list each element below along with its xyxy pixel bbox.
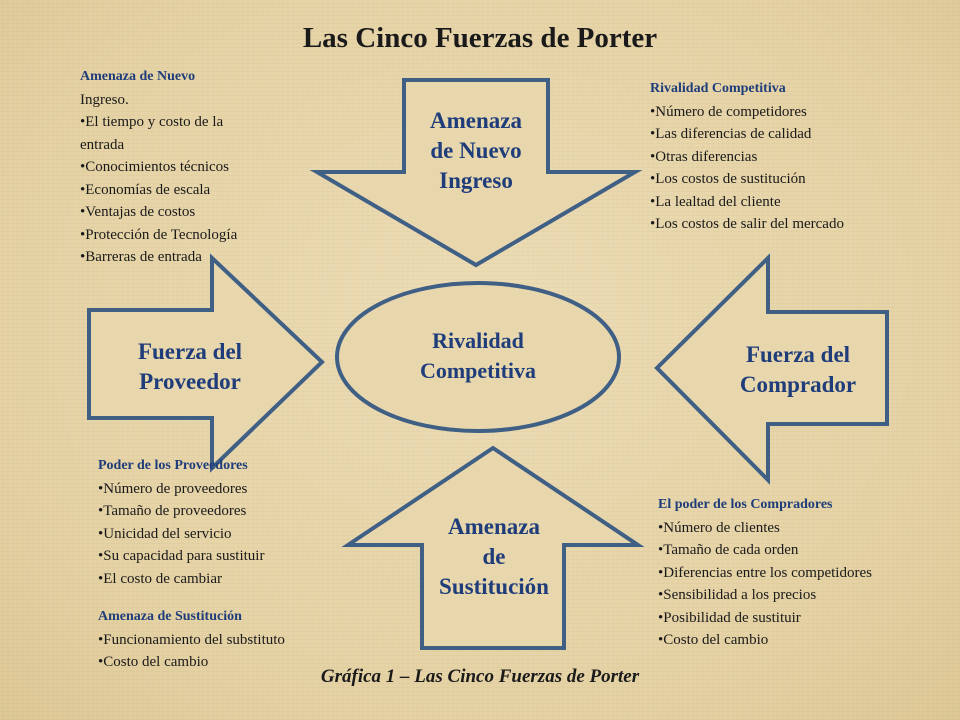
list-item: Posibilidad de sustituir: [658, 607, 948, 630]
list-item: Economías de escala: [80, 179, 310, 202]
list-item: Las diferencias de calidad: [650, 123, 940, 146]
list-item: Ventajas de costos: [80, 201, 310, 224]
top-arrow-label-line: Amenaza: [430, 108, 522, 133]
list-item: Número de clientes: [658, 517, 948, 540]
page-title: Las Cinco Fuerzas de Porter: [302, 22, 658, 54]
right-arrow-shape: [654, 253, 889, 485]
block-sustitucion: Amenaza de Sustitución Funcionamiento de…: [98, 606, 358, 674]
list-item: Conocimientos técnicos: [80, 156, 310, 179]
list-item: La lealtad del cliente: [650, 191, 940, 214]
list-item: Su capacidad para sustituir: [98, 545, 348, 568]
bottom-arrow-label: Amenaza de Sustitución: [414, 512, 574, 602]
left-arrow-shape: [87, 253, 325, 473]
list-item: El costo de cambiar: [98, 568, 348, 591]
left-arrow-label-line: Fuerza del: [137, 339, 243, 364]
list-item: Otras diferencias: [650, 146, 940, 169]
list-item: El tiempo y costo de la: [80, 111, 310, 134]
block-heading: Amenaza de Sustitución: [98, 609, 242, 624]
list-item: Protección de Tecnología: [80, 224, 310, 247]
top-arrow-shape: [309, 78, 643, 268]
list-item: Los costos de sustitución: [650, 168, 940, 191]
list-item: Costo del cambio: [658, 629, 948, 652]
block-nuevo-ingreso: Amenaza de Nuevo Ingreso. El tiempo y co…: [80, 66, 310, 269]
block-heading: El poder de los Compradores: [658, 497, 833, 512]
list-item: Costo del cambio: [98, 651, 358, 674]
list-item: Diferencias entre los competidores: [658, 562, 948, 585]
list-item: Unicidad del servicio: [98, 523, 348, 546]
right-arrow-label-line: Comprador: [739, 372, 857, 397]
right-arrow-label-line: Fuerza del: [745, 342, 851, 367]
top-arrow-label-line: Ingreso: [439, 168, 513, 193]
center-ellipse-label: Rivalidad Competitiva: [368, 326, 588, 386]
list-item-continuation: entrada: [80, 136, 125, 153]
bottom-arrow-label-line: de: [482, 544, 506, 569]
center-ellipse-shape: [335, 281, 621, 433]
list-item: Tamaño de proveedores: [98, 500, 348, 523]
block-list: El tiempo y costo de la entrada Conocimi…: [80, 111, 310, 269]
block-heading: Poder de los Proveedores: [98, 458, 248, 473]
block-list: Número de competidores Las diferencias d…: [650, 101, 940, 236]
center-ellipse-label-line: Rivalidad: [432, 328, 524, 353]
bottom-arrow-shape: [341, 445, 645, 650]
block-proveedores: Poder de los Proveedores Número de prove…: [98, 455, 348, 590]
bottom-arrow-label-line: Amenaza: [448, 514, 540, 539]
top-arrow-label: Amenaza de Nuevo Ingreso: [404, 106, 548, 196]
list-item: Número de proveedores: [98, 478, 348, 501]
list-item: Sensibilidad a los precios: [658, 584, 948, 607]
right-arrow-label: Fuerza del Comprador: [698, 340, 898, 400]
block-heading-cont: Ingreso.: [80, 91, 129, 108]
center-ellipse-label-line: Competitiva: [419, 358, 537, 383]
block-heading: Amenaza de Nuevo: [80, 69, 196, 84]
block-list: Número de proveedores Tamaño de proveedo…: [98, 478, 348, 591]
list-item: Barreras de entrada: [80, 246, 310, 269]
block-heading: Rivalidad Competitiva: [650, 81, 786, 96]
block-compradores: El poder de los Compradores Número de cl…: [658, 494, 948, 652]
list-item: Tamaño de cada orden: [658, 539, 948, 562]
list-item: Los costos de salir del mercado: [650, 213, 940, 236]
block-rivalidad: Rivalidad Competitiva Número de competid…: [650, 78, 940, 236]
bottom-arrow-label-line: Sustitución: [439, 574, 549, 599]
list-item: Funcionamiento del substituto: [98, 629, 358, 652]
top-arrow-label-line: de Nuevo: [430, 138, 522, 163]
block-list: Número de clientes Tamaño de cada orden …: [658, 517, 948, 652]
left-arrow-label-line: Proveedor: [139, 369, 241, 394]
left-arrow-label: Fuerza del Proveedor: [92, 337, 288, 397]
list-item: Número de competidores: [650, 101, 940, 124]
figure-caption: Gráfica 1 – Las Cinco Fuerzas de Porter: [320, 666, 640, 687]
block-list: Funcionamiento del substituto Costo del …: [98, 629, 358, 674]
